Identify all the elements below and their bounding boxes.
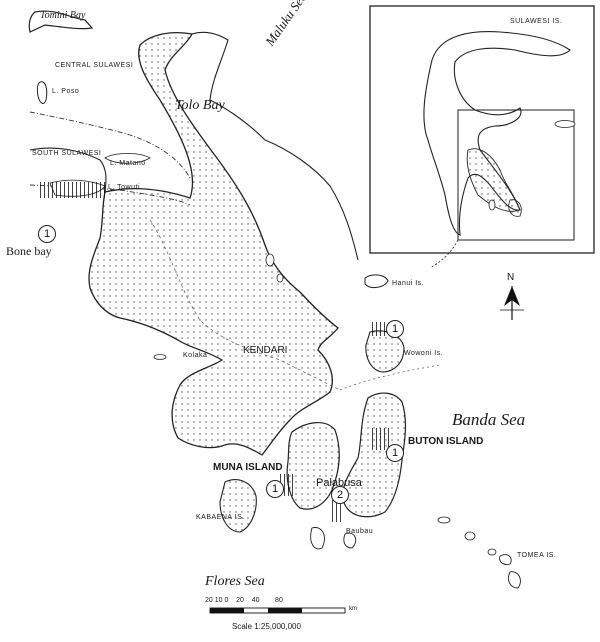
- inset-study-area-box: [457, 109, 575, 241]
- label-bone-bay: Bone bay: [6, 244, 52, 258]
- inset-island: [508, 199, 522, 217]
- sea-boundary: [339, 364, 441, 391]
- label-kabaena-is: KABAENA IS.: [196, 514, 245, 521]
- hanui-island: [364, 274, 389, 289]
- label-palabusa: Palabusa: [316, 477, 362, 489]
- site-marker-palabusa: 2: [331, 486, 349, 504]
- label-scale-text: Scale 1:25,000,000: [232, 622, 301, 631]
- label-banda-sea: Banda Sea: [452, 410, 526, 429]
- label-lake-matano: L. Matano: [110, 160, 146, 167]
- islet: [153, 354, 167, 360]
- islet: [276, 273, 284, 283]
- label-muna-island: MUNA ISLAND: [213, 462, 283, 473]
- north-arrow: [500, 286, 524, 320]
- label-buton-island: BUTON ISLAND: [408, 436, 484, 447]
- kabaena-island: [219, 479, 257, 533]
- province-boundary-north: [29, 111, 191, 179]
- label-south-sulawesi: SOUTH SULAWESI: [32, 150, 102, 157]
- southeast-sulawesi-mainland: [88, 31, 339, 456]
- label-lake-towuti: L. Towuti: [108, 184, 140, 191]
- label-baubau: Baubau: [346, 528, 374, 535]
- bone-bay-hatched-area: [38, 182, 106, 198]
- tomea-island: [499, 554, 512, 565]
- label-flores-sea: Flores Sea: [205, 574, 265, 589]
- islet-east: [437, 516, 451, 524]
- inset-islet: [488, 199, 496, 211]
- label-north: N: [507, 272, 515, 283]
- site-marker-bone-bay: 1: [38, 225, 56, 243]
- label-kolaka: Kolaka: [183, 352, 208, 359]
- tomini-bay-coast: [28, 10, 94, 33]
- label-hanui-is: Hanui Is.: [392, 280, 425, 287]
- islet-east: [487, 548, 497, 556]
- lake-poso-shape: [36, 81, 48, 104]
- inset-sulawesi-shape: [423, 31, 571, 236]
- province-boundary-south: [29, 184, 191, 206]
- palabusa-hatched-area: [330, 500, 344, 522]
- label-scale-ticks: 20 10 0 20 40 80: [205, 597, 283, 604]
- label-kendari: KENDARI: [243, 345, 288, 356]
- islet-south: [310, 527, 325, 550]
- label-lake-poso: L. Poso: [52, 88, 80, 95]
- islet-east: [507, 571, 521, 589]
- buton-hatched-area: [372, 428, 390, 450]
- islet-east: [464, 531, 476, 541]
- label-scale-unit: km: [349, 606, 357, 612]
- inset-leader-line: [429, 239, 459, 269]
- site-marker-buton: 1: [386, 444, 404, 462]
- regency-boundary: [149, 219, 341, 391]
- muna-island: [286, 422, 340, 510]
- label-inset-title: SULAWESI IS.: [510, 18, 563, 25]
- islet: [265, 253, 275, 267]
- label-central-sulawesi: CENTRAL SULAWESI: [55, 62, 134, 69]
- inset-islet: [554, 120, 576, 128]
- label-tomea-is: TOMEA IS.: [517, 552, 557, 559]
- tolo-bay-coast: [191, 31, 359, 261]
- label-wowoni-is: Wowoni Is.: [404, 350, 444, 357]
- site-marker-muna: 1: [266, 480, 284, 498]
- scale-bar: [209, 607, 346, 614]
- wowoni-hatched-area: [370, 322, 386, 336]
- buton-island: [342, 392, 407, 518]
- label-tomini-bay: Tomini Bay: [40, 10, 86, 21]
- label-tolo-bay: Tolo Bay: [175, 98, 225, 113]
- site-marker-wowoni: 1: [386, 320, 404, 338]
- islet-south: [343, 532, 357, 549]
- lake-matano-shape: [104, 153, 151, 164]
